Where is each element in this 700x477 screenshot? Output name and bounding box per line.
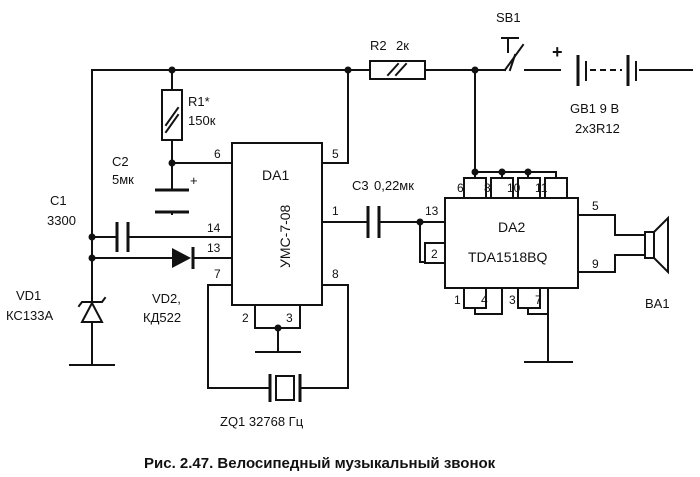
da2-pin-numbers: 6 8 10 11 13 2 5 9 1 4 3 7 — [425, 181, 599, 307]
junction-dots — [88, 66, 532, 332]
resistor-r2-symbol — [369, 60, 426, 80]
figure-caption: Рис. 2.47. Велосипедный музыкальный звон… — [144, 455, 496, 472]
r1-value: 150к — [188, 113, 216, 128]
c3-ref: C3 — [352, 178, 369, 193]
pin-number: 6 — [457, 181, 464, 195]
vd2-ref: VD2, — [152, 291, 181, 306]
capacitor-c2-symbol — [155, 188, 189, 214]
pin-number: 7 — [535, 293, 542, 307]
pin-number: 14 — [207, 221, 221, 235]
pin-number: 13 — [425, 204, 439, 218]
pin-number: 5 — [332, 147, 339, 161]
c1-ref: C1 — [50, 193, 67, 208]
ba1-ref: BA1 — [645, 296, 670, 311]
c2-plus-sign: + — [190, 173, 198, 188]
pin-number: 13 — [207, 241, 221, 255]
capacitor-c1-symbol — [115, 222, 130, 252]
crystal-zq1-symbol — [268, 374, 302, 402]
diode-vd2-symbol — [172, 247, 195, 269]
pin-number: 2 — [242, 311, 249, 325]
gb1-value: 2х3R12 — [575, 121, 620, 136]
da1-pin-numbers: 6 5 14 13 7 1 8 2 3 — [207, 147, 339, 325]
pin-number: 7 — [214, 267, 221, 281]
c2-ref: C2 — [112, 154, 129, 169]
vd1-ref: VD1 — [16, 288, 41, 303]
zener-vd1-symbol — [77, 296, 107, 323]
pin-number: 3 — [509, 293, 516, 307]
pin-number: 10 — [507, 181, 521, 195]
pin-number: 9 — [592, 257, 599, 271]
r2-ref: R2 — [370, 38, 387, 53]
da2-type: TDA1518BQ — [468, 249, 547, 265]
pin-number: 6 — [214, 147, 221, 161]
capacitor-c3-symbol — [366, 206, 381, 238]
gb1-ref: GB1 9 В — [570, 101, 619, 116]
da1-ref: DA1 — [262, 167, 289, 183]
pin-number: 3 — [286, 311, 293, 325]
pin-number: 4 — [481, 293, 488, 307]
resistor-r1-symbol — [161, 89, 183, 141]
sb1-ref: SB1 — [496, 10, 521, 25]
pin-number: 1 — [332, 204, 339, 218]
wires — [69, 53, 693, 389]
da1-type: УМС-7-08 — [277, 204, 293, 268]
r2-value: 2к — [396, 38, 409, 53]
chip-da1-symbol — [231, 142, 323, 306]
c2-value: 5мк — [112, 172, 134, 187]
battery-gb1-symbol — [576, 55, 637, 86]
zq1-label: ZQ1 32768 Гц — [220, 414, 304, 429]
pin-number: 11 — [535, 181, 548, 195]
pin-number: 5 — [592, 199, 599, 213]
pin-number: 1 — [454, 293, 461, 307]
speaker-ba1-symbol — [644, 215, 669, 275]
vd1-value: КС133А — [6, 308, 54, 323]
r1-ref: R1* — [188, 94, 210, 109]
chip-da2-symbol — [424, 177, 579, 309]
c3-value: 0,22мк — [374, 178, 414, 193]
pin-number: 8 — [484, 181, 491, 195]
da2-ref: DA2 — [498, 219, 525, 235]
pin-number: 8 — [332, 267, 339, 281]
gb1-plus-sign: + — [552, 42, 563, 62]
switch-sb1-symbol — [501, 37, 525, 72]
pin-number: 2 — [431, 247, 438, 261]
vd2-value: КД522 — [143, 310, 181, 325]
c1-value: 3300 — [47, 213, 76, 228]
